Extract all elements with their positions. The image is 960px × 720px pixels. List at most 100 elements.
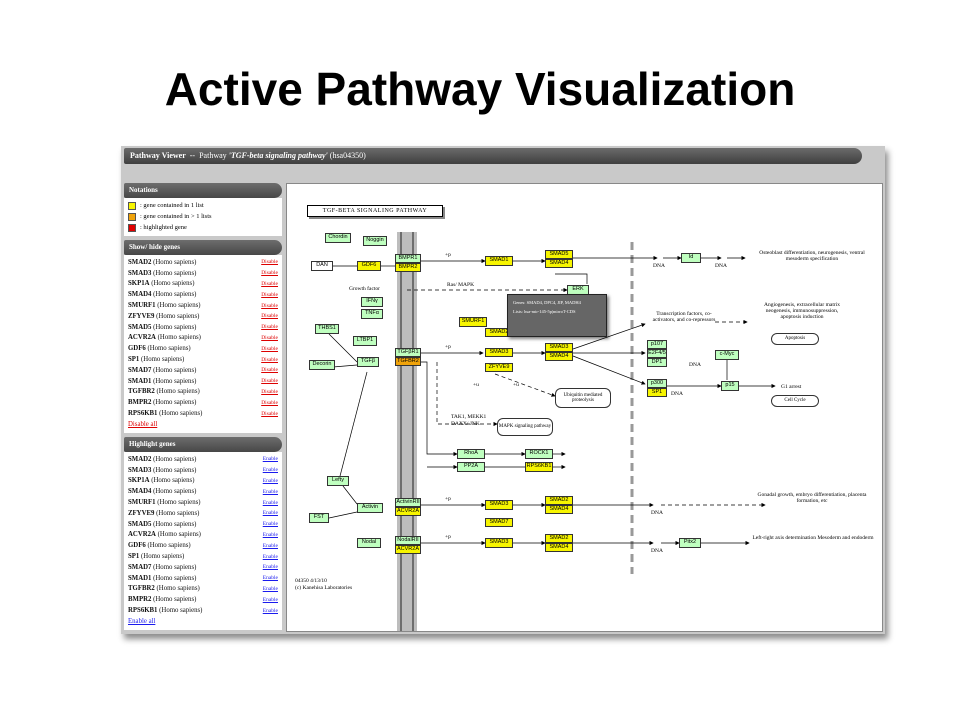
node-bmpr1[interactable]: BMPR1 [395,254,421,263]
disable-gene-link[interactable]: Disable [261,367,278,374]
notation-label: : gene contained in > 1 lists [140,213,212,220]
disable-gene-link[interactable]: Disable [261,302,278,309]
node-smad2-b[interactable]: SMAD2 [545,496,573,505]
node-pp2a[interactable]: PP2A [457,462,485,472]
disable-gene-link[interactable]: Disable [261,291,278,298]
node-smad4-top[interactable]: SMAD4 [545,259,573,268]
tooltip-genes: Genes: SMAD4, DPC4, JIP, MADH4 [513,300,581,305]
enable-gene-link[interactable]: Enable [262,456,278,463]
node-rps6kb1[interactable]: RPS6KB1 [525,462,553,472]
node-ltbp1[interactable]: LTBP1 [353,336,377,346]
node-tgfbr2[interactable]: TGFBR2 [395,357,421,366]
node-p300[interactable]: p300 [647,379,667,388]
node-acvr2a[interactable]: ACVR2A [395,507,421,516]
enable-gene-link[interactable]: Enable [262,596,278,603]
node-smurf1[interactable]: SMURF1 [459,317,487,327]
node-thbs1[interactable]: THBS1 [315,324,339,334]
label-ubiquitin-2: +u [513,382,519,388]
node-smad1[interactable]: SMAD1 [485,256,513,266]
disable-gene-link[interactable]: Disable [261,378,278,385]
node-tgfbr1[interactable]: TGFβR1 [395,348,421,357]
disable-gene-link[interactable]: Disable [261,410,278,417]
node-tnfa[interactable]: TNFα [361,309,383,319]
disable-gene-link[interactable]: Disable [261,270,278,277]
enable-gene-link[interactable]: Enable [262,542,278,549]
enable-gene-link[interactable]: Enable [262,510,278,517]
disable-gene-link[interactable]: Disable [261,345,278,352]
node-decorin[interactable]: Decorin [309,360,335,370]
enable-gene-link[interactable]: Enable [262,531,278,538]
disable-all-link[interactable]: Disable all [128,420,158,428]
gene-symbol: SMAD3 [128,269,152,277]
gene-row: GDF6 (Homo sapiens)Disable [128,343,278,354]
disable-gene-link[interactable]: Disable [261,259,278,266]
enable-gene-link[interactable]: Enable [262,575,278,582]
disable-gene-link[interactable]: Disable [261,334,278,341]
node-fst[interactable]: FST [309,513,329,523]
node-pitx2[interactable]: Pitx2 [679,538,701,548]
disable-gene-link[interactable]: Disable [261,388,278,395]
node-smad3-c[interactable]: SMAD3 [485,538,513,548]
disable-gene-link[interactable]: Disable [261,399,278,406]
enable-gene-link[interactable]: Enable [262,477,278,484]
node-smad4-c[interactable]: SMAD4 [545,543,573,552]
node-e2f45[interactable]: E2F4/5 [647,349,667,358]
node-nodalrii[interactable]: NodalRII [395,536,421,545]
enable-gene-link[interactable]: Enable [262,564,278,571]
node-rock1[interactable]: ROCK1 [525,449,553,459]
node-activinrii[interactable]: ActivinRII [395,498,421,507]
node-sp1[interactable]: SP1 [647,388,667,397]
gene-species: (Homo sapiens) [153,399,197,407]
enable-gene-link[interactable]: Enable [262,467,278,474]
node-smad7[interactable]: SMAD7 [485,518,513,527]
node-bmpr2[interactable]: BMPR2 [395,263,421,272]
map-mapk-signaling[interactable]: MAPK signaling pathway [497,418,553,436]
enable-all-link[interactable]: Enable all [128,617,156,625]
node-dp1[interactable]: DP1 [647,358,667,367]
node-tgfb[interactable]: TGFβ [357,357,379,367]
node-smad3-mid[interactable]: SMAD3 [485,348,513,357]
disable-gene-link[interactable]: Disable [261,356,278,363]
map-cell-cycle[interactable]: Cell Cycle [771,395,819,407]
node-smad3-b[interactable]: SMAD3 [485,500,513,510]
gene-species: (Homo sapiens) [156,585,200,593]
node-p15[interactable]: p15 [721,381,739,391]
node-activin[interactable]: Activin [357,503,383,513]
membrane-band [397,232,417,631]
highlight-header: Highlight genes [124,436,282,452]
map-ubiquitin-proteolysis[interactable]: Ubiquitin mediated proteolysis [555,388,611,408]
notation-label: : highlighted gene [140,224,187,231]
map-apoptosis[interactable]: Apoptosis [771,333,819,345]
enable-gene-link[interactable]: Enable [262,499,278,506]
node-p107[interactable]: p107 [647,340,667,349]
node-smad4-b[interactable]: SMAD4 [545,505,573,514]
node-smad2-c[interactable]: SMAD2 [545,534,573,543]
disable-gene-link[interactable]: Disable [261,280,278,287]
node-zfyve9[interactable]: ZFYVE9 [485,363,513,372]
node-lefty[interactable]: Lefty [327,476,349,486]
node-gdf6[interactable]: GDF6 [357,261,381,271]
enable-gene-link[interactable]: Enable [262,521,278,528]
disable-gene-link[interactable]: Disable [261,313,278,320]
node-smad3-right[interactable]: SMAD3 [545,343,573,352]
node-smad4-right[interactable]: SMAD4 [545,352,573,361]
node-id[interactable]: Id [681,253,701,263]
node-rhoa[interactable]: RhoA [457,449,485,459]
node-noggin[interactable]: Noggin [363,236,387,246]
enable-gene-link[interactable]: Enable [262,607,278,614]
node-cmyc[interactable]: c-Myc [715,350,739,360]
node-ifng[interactable]: IFNγ [361,297,383,307]
notation-item: : gene contained in > 1 lists [128,211,278,222]
enable-gene-link[interactable]: Enable [262,488,278,495]
pathway-footer: 04350 4/13/10 (c) Kanehisa Laboratories [295,578,352,591]
edge-lefty-activin [342,485,358,505]
enable-gene-link[interactable]: Enable [262,553,278,560]
node-acvr2a-b[interactable]: ACVR2A [395,545,421,554]
enable-gene-link[interactable]: Enable [262,585,278,592]
node-smad5[interactable]: SMAD5 [545,250,573,259]
node-nodal[interactable]: Nodal [357,538,381,548]
gene-row: TGFBR2 (Homo sapiens)Disable [128,387,278,398]
disable-gene-link[interactable]: Disable [261,324,278,331]
node-chordin[interactable]: Chordin [325,233,351,243]
node-dan[interactable]: DAN [311,261,333,271]
